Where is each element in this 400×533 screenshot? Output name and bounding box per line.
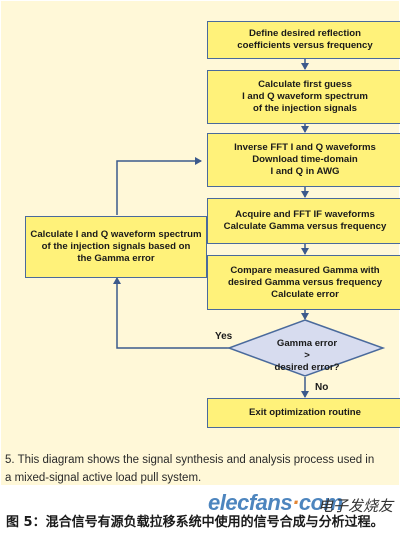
box-line: Calculate I and Q waveform spectrum: [30, 229, 202, 240]
box-line: coefficients versus frequency: [237, 40, 373, 51]
decision-text: Gamma error > desired error?: [231, 338, 383, 374]
box-acquire-fft: Acquire and FFT IF waveforms Calculate G…: [207, 198, 400, 244]
box-define-reflection: Define desired reflection coefficients v…: [207, 21, 400, 59]
logo-site: elecfans: [208, 490, 293, 515]
box-line: I and Q in AWG: [270, 166, 340, 177]
arrow-yes-loop: [113, 277, 229, 349]
logo-dot: ·: [292, 490, 299, 515]
decision-line: >: [304, 350, 310, 361]
figure-caption: 5. This diagram shows the signal synthes…: [5, 451, 397, 487]
box-line: Compare measured Gamma with: [230, 264, 380, 276]
decision-line: Gamma error: [276, 338, 338, 349]
box-line: the Gamma error: [77, 253, 155, 264]
box-line: desired Gamma versus frequency: [227, 276, 383, 288]
box-first-guess: Calculate first guess I and Q waveform s…: [207, 70, 400, 124]
box-inverse-fft: Inverse FFT I and Q waveforms Download t…: [207, 133, 400, 187]
yes-label: Yes: [215, 331, 233, 342]
box-exit-optimization: Exit optimization routine: [207, 398, 400, 428]
elecfans-logo: elecfans·com: [208, 490, 343, 516]
caption-line: 5. This diagram shows the signal synthes…: [5, 454, 375, 466]
logo-tld: com: [298, 490, 343, 515]
box-line: Acquire and FFT IF waveforms: [235, 209, 375, 220]
box-line: of the injection signals: [253, 103, 357, 114]
box-line: of the injection signals based on: [41, 241, 191, 252]
box-line: Calculate first guess: [258, 79, 352, 90]
elecfans-logo-cn: 电子发烧友: [318, 497, 394, 515]
decision-diamond: [226, 319, 386, 377]
box-line: I and Q waveform spectrum: [242, 91, 368, 102]
box-recalculate-spectrum: Calculate I and Q waveform spectrum of t…: [25, 216, 207, 278]
box-line: Exit optimization routine: [249, 407, 361, 418]
box-compare-gamma: Compare measured Gamma with desired Gamm…: [207, 255, 400, 310]
decision-line: desired error?: [274, 362, 340, 373]
box-line: Define desired reflection: [249, 28, 361, 39]
no-label: No: [315, 382, 329, 393]
box-line: Calculate Gamma versus frequency: [223, 221, 387, 232]
figure-panel: Define desired reflection coefficients v…: [1, 1, 400, 487]
box-line: Calculate error: [271, 288, 339, 300]
caption-line: a mixed-signal active load pull system.: [5, 472, 202, 484]
arrow-recalc-to-fft: [116, 157, 202, 215]
box-line: Download time-domain: [252, 154, 358, 165]
box-line: Inverse FFT I and Q waveforms: [234, 142, 376, 153]
flow-connectors: [113, 59, 386, 398]
chinese-caption: 图 5：混合信号有源负载拉移系统中使用的信号合成与分析过程。: [6, 515, 384, 530]
